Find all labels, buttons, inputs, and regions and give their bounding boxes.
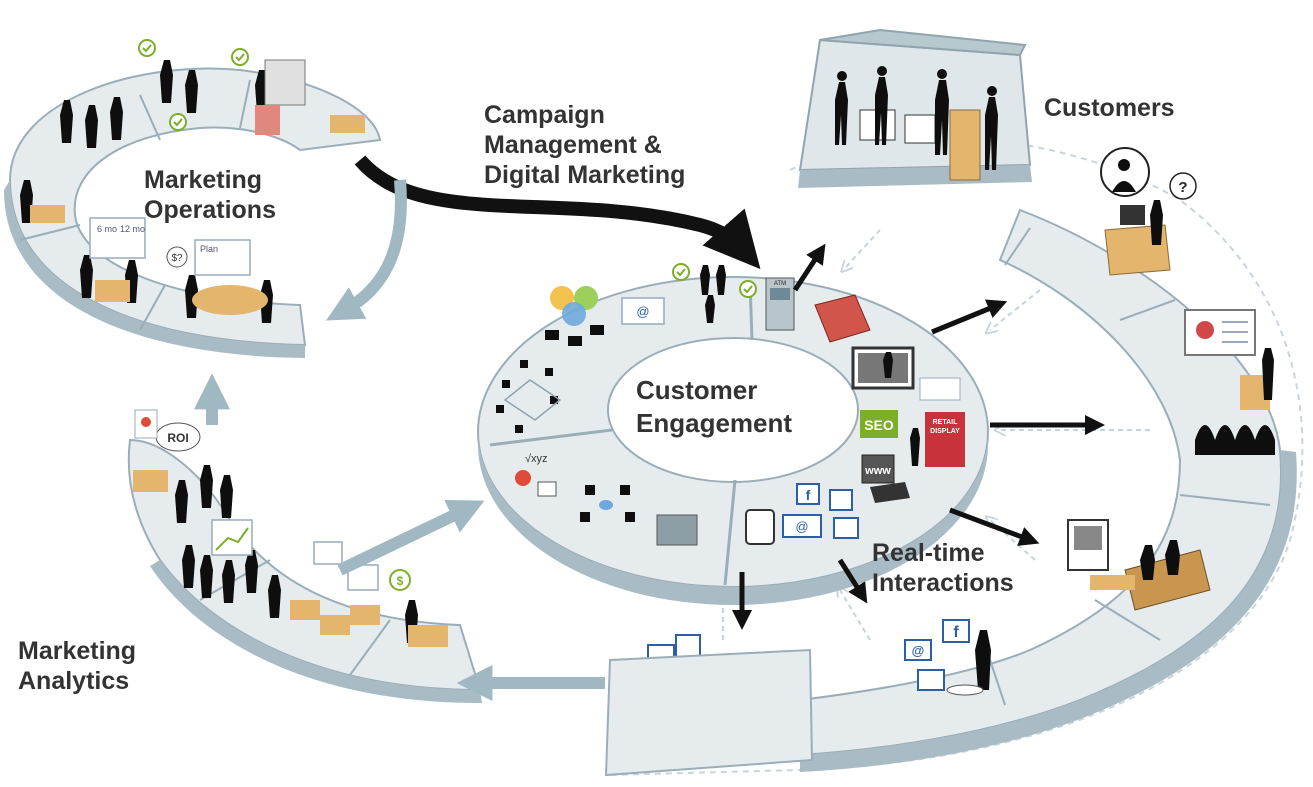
customer-engagement-ring: @ ATM SEO xyxy=(477,263,989,605)
label-line: Operations xyxy=(144,196,276,224)
retail-store-illustration xyxy=(798,28,1032,188)
cafe-social-illustration: f @ xyxy=(904,619,991,696)
email-channel-icon: @ xyxy=(795,519,808,534)
label-line: Management & xyxy=(484,131,662,159)
question-mark-bubble: ? xyxy=(1178,179,1187,196)
label-line: Marketing xyxy=(144,166,263,194)
tv-living-room-illustration xyxy=(1067,519,1211,611)
retail-display-icon: RETAIL DISPLAY xyxy=(925,412,965,467)
customer-engagement-label: Customer Engagement xyxy=(636,374,792,440)
facebook-icon: f xyxy=(953,624,959,641)
retail-line-1: RETAIL xyxy=(933,419,958,426)
customers-arc: ? f @ xyxy=(604,28,1304,777)
realtime-outbound-arrows xyxy=(732,243,1105,630)
campaign-flow-arrow xyxy=(354,155,761,270)
label-line: Interactions xyxy=(872,569,1014,597)
www-icon: www xyxy=(864,465,891,477)
label-line: Customer xyxy=(636,375,758,405)
customers-label: Customers xyxy=(1044,94,1175,122)
label-line: Digital Marketing xyxy=(484,161,686,189)
email-campaign-icon: @ xyxy=(636,304,649,319)
label-line: Campaign xyxy=(484,101,605,129)
event-audience-illustration xyxy=(1184,309,1275,455)
campaign-management-label: Campaign Management & Digital Marketing xyxy=(484,100,685,190)
label-line: Engagement xyxy=(636,408,793,438)
retail-line-2: DISPLAY xyxy=(930,428,960,435)
facebook-channel-icon: f xyxy=(806,487,811,503)
feedback-arrows xyxy=(723,229,1150,641)
analytics-flow-arrows xyxy=(194,179,605,701)
six-month-text: 6 mo xyxy=(97,224,117,234)
marketing-operations-label: Marketing Operations xyxy=(144,165,276,225)
email-at-icon: @ xyxy=(912,643,925,658)
plan-text: Plan xyxy=(200,244,218,254)
twelve-month-text: 12 mo xyxy=(120,224,145,234)
atm-icon: ATM xyxy=(765,277,795,331)
roi-thought-bubble: ROI xyxy=(167,431,188,445)
xyz-formula-icon: √xyz xyxy=(525,453,548,465)
atm-label: ATM xyxy=(774,281,786,287)
marketing-analytics-label: Marketing Analytics xyxy=(18,636,136,696)
phone-customer-illustration: ? xyxy=(1100,147,1197,276)
marketing-analytics-ring: ROI $ xyxy=(127,409,482,704)
budget-question-icon: $? xyxy=(171,253,183,264)
label-line: Real-time xyxy=(872,539,985,567)
dollar-icon: $ xyxy=(397,574,404,588)
marketing-operations-ring: 6 mo 12 mo Plan $? xyxy=(4,39,382,358)
realtime-interactions-label: Real-time Interactions xyxy=(872,538,1014,598)
seo-icon: SEO xyxy=(864,417,894,433)
social-bubbles-illustration xyxy=(545,286,604,346)
label-line: Analytics xyxy=(18,667,130,695)
label-line: Marketing xyxy=(18,637,137,665)
